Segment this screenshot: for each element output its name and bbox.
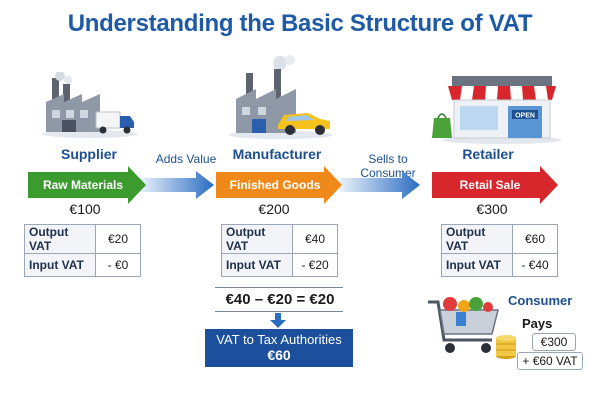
- input-vat-value: - €20: [292, 253, 338, 277]
- open-sign: OPEN: [515, 113, 535, 120]
- supplier-vat-table: Output VAT €20 Input VAT - €0: [24, 224, 141, 277]
- finished-goods-label: Finished Goods: [229, 178, 321, 192]
- input-vat-value: - €40: [512, 253, 558, 277]
- consumer-label: Consumer: [508, 293, 573, 308]
- factory-icon: [42, 72, 138, 138]
- supplier-price: €100: [69, 201, 101, 217]
- consumer-vat: + €60 VAT: [517, 352, 583, 370]
- retailer-label: Retailer: [462, 146, 514, 162]
- retailer-price: €300: [476, 201, 508, 217]
- page-title: Understanding the Basic Structure of VAT: [67, 10, 533, 37]
- retailer-vat-table: Output VAT €60 Input VAT - €40: [441, 224, 558, 277]
- calc-divider-bottom: [215, 311, 343, 312]
- manufacturer-vat-table: Output VAT €40 Input VAT - €20: [221, 224, 338, 277]
- connector-arrow-1: [140, 171, 214, 199]
- calc-divider-top: [215, 287, 343, 288]
- input-vat-label: Input VAT: [441, 253, 513, 277]
- output-vat-label: Output VAT: [221, 224, 293, 254]
- shopping-cart-icon: [428, 297, 516, 359]
- consumer-pays-label: Pays: [522, 316, 553, 331]
- manufacturer-price: €200: [258, 201, 290, 217]
- shop-icon: OPEN: [432, 76, 562, 144]
- output-vat-label: Output VAT: [24, 224, 96, 254]
- output-vat-value: €20: [95, 224, 141, 254]
- tax-authorities-amount: €60: [267, 347, 291, 363]
- factory-car-icon: [229, 55, 333, 139]
- vat-calculation: €40 – €20 = €20: [225, 291, 335, 308]
- down-arrow-icon: [270, 313, 286, 328]
- tax-authorities-label: VAT to Tax Authorities: [216, 332, 342, 347]
- adds-value-label: Adds Value: [155, 152, 217, 166]
- retail-sale-arrow: [432, 166, 558, 204]
- input-vat-label: Input VAT: [221, 253, 293, 277]
- tax-authorities-box: VAT to Tax Authorities €60: [205, 329, 353, 367]
- connector-arrow-2: [340, 171, 420, 199]
- finished-goods-arrow: [216, 166, 342, 204]
- retail-sale-label: Retail Sale: [459, 178, 521, 192]
- raw-materials-label: Raw Materials: [42, 178, 124, 192]
- consumer-price: €300: [532, 333, 576, 351]
- supplier-label: Supplier: [60, 146, 117, 162]
- manufacturer-label: Manufacturer: [232, 146, 322, 162]
- sells-to-consumer-label: Sells to Consumer: [360, 152, 416, 180]
- output-vat-label: Output VAT: [441, 224, 513, 254]
- input-vat-label: Input VAT: [24, 253, 96, 277]
- output-vat-value: €60: [512, 224, 558, 254]
- output-vat-value: €40: [292, 224, 338, 254]
- raw-materials-arrow: [28, 166, 146, 204]
- input-vat-value: - €0: [95, 253, 141, 277]
- value-chain-arrows: [28, 166, 558, 204]
